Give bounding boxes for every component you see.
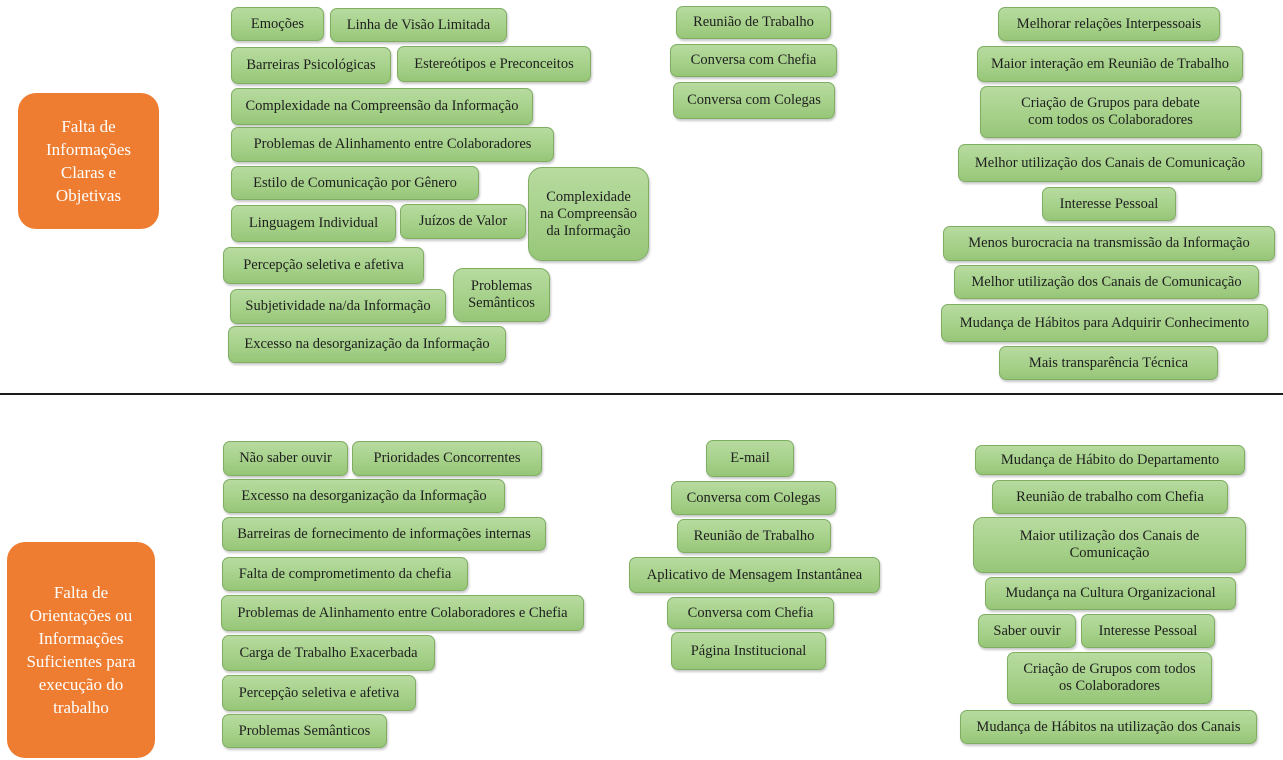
cause-percepcao-seletiva-2: Percepção seletiva e afetiva — [222, 675, 416, 711]
improvement-interesse-pessoal: Interesse Pessoal — [1042, 187, 1176, 221]
cause-linha-visao-limitada: Linha de Visão Limitada — [330, 8, 507, 42]
cause-complexidade-compreensao: Complexidade na Compreensão da Informaçã… — [231, 88, 533, 125]
cause-problemas-semanticos: Problemas Semânticos — [453, 268, 550, 322]
improvement-mais-transparencia: Mais transparência Técnica — [999, 346, 1218, 380]
cause-problemas-alinhamento: Problemas de Alinhamento entre Colaborad… — [231, 127, 554, 162]
improvement-mudanca-habitos-conhecimento: Mudança de Hábitos para Adquirir Conheci… — [941, 304, 1268, 342]
cause-linguagem-individual: Linguagem Individual — [231, 205, 396, 242]
channel-conversa-chefia-2: Conversa com Chefia — [667, 597, 834, 629]
cause-problemas-alinhamento-chefia: Problemas de Alinhamento entre Colaborad… — [221, 595, 584, 631]
cause-juizos-valor: Juízos de Valor — [400, 204, 526, 239]
cause-percepcao-seletiva: Percepção seletiva e afetiva — [223, 247, 424, 284]
cause-prioridades-concorrentes: Prioridades Concorrentes — [352, 441, 542, 476]
cause-complexidade-compreensao-box: Complexidade na Compreensão da Informaçã… — [528, 167, 649, 261]
improvement-interesse-pessoal-2: Interesse Pessoal — [1081, 614, 1215, 648]
channel-conversa-colegas: Conversa com Colegas — [673, 82, 835, 119]
improvement-criacao-grupos-colaboradores: Criação de Grupos com todos os Colaborad… — [1007, 652, 1212, 704]
section-divider — [0, 393, 1283, 395]
cause-excesso-desorganizacao: Excesso na desorganização da Informação — [228, 326, 506, 363]
cause-subjetividade-informacao: Subjetividade na/da Informação — [230, 289, 446, 324]
cause-estereotipos-preconceitos: Estereótipos e Preconceitos — [397, 46, 591, 82]
improvement-mudanca-cultura: Mudança na Cultura Organizacional — [985, 577, 1236, 610]
category-falta-orientacoes: Falta de Orientações ou Informações Sufi… — [7, 542, 155, 758]
channel-conversa-colegas-2: Conversa com Colegas — [671, 481, 836, 515]
cause-excesso-desorganizacao-2: Excesso na desorganização da Informação — [223, 479, 505, 513]
cause-nao-saber-ouvir: Não saber ouvir — [223, 441, 348, 476]
improvement-saber-ouvir: Saber ouvir — [978, 614, 1076, 648]
channel-pagina-institucional: Página Institucional — [671, 632, 826, 670]
channel-reuniao-trabalho-2: Reunião de Trabalho — [677, 519, 831, 553]
channel-aplicativo-mensagem: Aplicativo de Mensagem Instantânea — [629, 557, 880, 593]
improvement-melhor-utilizacao-canais-1: Melhor utilização dos Canais de Comunica… — [958, 144, 1262, 182]
improvement-melhorar-relacoes: Melhorar relações Interpessoais — [998, 7, 1220, 41]
cause-barreiras-psicologicas: Barreiras Psicológicas — [231, 47, 391, 84]
channel-reuniao-trabalho: Reunião de Trabalho — [676, 6, 831, 39]
improvement-criacao-grupos-debate: Criação de Grupos para debate com todos … — [980, 86, 1241, 138]
improvement-menos-burocracia: Menos burocracia na transmissão da Infor… — [943, 226, 1275, 261]
channel-conversa-chefia: Conversa com Chefia — [670, 44, 837, 77]
improvement-mudanca-habito-departamento: Mudança de Hábito do Departamento — [975, 445, 1245, 475]
improvement-maior-utilizacao-canais: Maior utilização dos Canais de Comunicaç… — [973, 517, 1246, 573]
cause-emocoes: Emoções — [231, 7, 324, 41]
category-falta-informacoes: Falta de Informações Claras e Objetivas — [18, 93, 159, 229]
improvement-maior-interacao-reuniao: Maior interação em Reunião de Trabalho — [977, 46, 1243, 82]
cause-falta-comprometimento-chefia: Falta de comprometimento da chefia — [222, 557, 468, 591]
improvement-mudanca-habitos-canais: Mudança de Hábitos na utilização dos Can… — [960, 710, 1257, 744]
cause-estilo-comunicacao-genero: Estilo de Comunicação por Gênero — [231, 166, 479, 200]
cause-problemas-semanticos-2: Problemas Semânticos — [222, 714, 387, 748]
cause-barreiras-fornecimento: Barreiras de fornecimento de informações… — [222, 517, 546, 551]
improvement-reuniao-trabalho-chefia: Reunião de trabalho com Chefia — [992, 480, 1228, 514]
channel-email: E-mail — [706, 440, 794, 477]
cause-carga-trabalho: Carga de Trabalho Exacerbada — [222, 635, 435, 671]
improvement-melhor-utilizacao-canais-2: Melhor utilização dos Canais de Comunica… — [954, 265, 1259, 299]
